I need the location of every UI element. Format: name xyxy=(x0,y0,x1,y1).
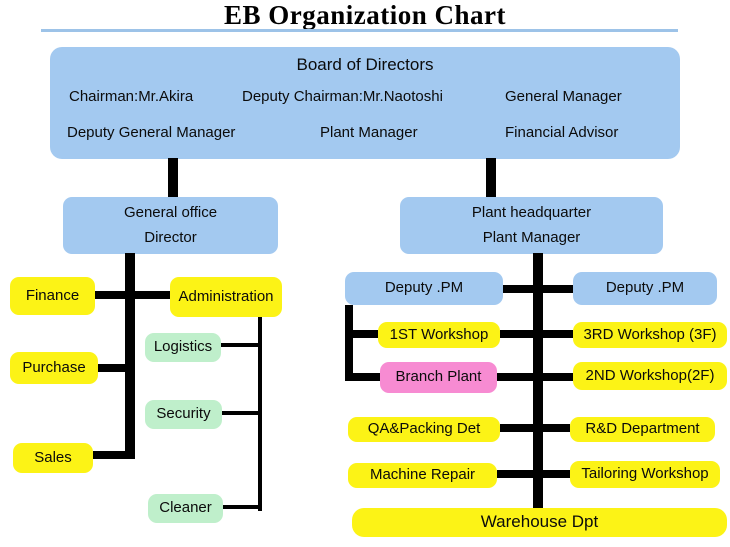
board-member-general-manager: General Manager xyxy=(505,88,622,105)
node-warehouse: Warehouse Dpt xyxy=(352,508,727,537)
node-branch-plant: Branch Plant xyxy=(380,362,497,393)
administration-label: Administration xyxy=(178,287,274,305)
rd-department-label: R&D Department xyxy=(585,420,700,438)
machine-repair-label: Machine Repair xyxy=(369,466,476,484)
connector-board-to-general-office xyxy=(168,158,178,198)
node-logistics: Logistics xyxy=(145,333,221,362)
board-member-plant-manager: Plant Manager xyxy=(320,124,418,141)
board-member-financial-advisor: Financial Advisor xyxy=(505,124,619,141)
connector-finance-administration xyxy=(95,291,170,299)
plant-headquarter-line2: Plant Manager xyxy=(482,228,581,246)
connector-purchase xyxy=(98,364,130,372)
connector-machine-tailoring-row xyxy=(497,470,570,478)
finance-label: Finance xyxy=(25,286,80,304)
connector-cleaner xyxy=(223,505,258,509)
connector-deputy-pm-row xyxy=(503,285,573,293)
deputy-pm-left-label: Deputy .PM xyxy=(384,279,464,297)
node-tailoring-workshop: Tailoring Workshop xyxy=(570,461,720,488)
node-rd-department: R&D Department xyxy=(570,417,715,442)
connector-qa-rd-row xyxy=(500,424,570,432)
node-qa-packing: QA&Packing Det xyxy=(348,417,500,442)
node-finance: Finance xyxy=(10,277,95,315)
general-office-line2: Director xyxy=(144,228,197,246)
connector-left-main-vertical xyxy=(125,253,135,459)
node-2nd-workshop: 2ND Workshop(2F) xyxy=(573,362,727,390)
connector-deputy-bracket-vertical xyxy=(345,305,353,381)
node-3rd-workshop: 3RD Workshop (3F) xyxy=(573,322,727,348)
node-security: Security xyxy=(145,400,222,429)
connector-bracket-to-branch-plant xyxy=(353,373,380,381)
sales-label: Sales xyxy=(34,448,72,466)
node-deputy-pm-right: Deputy .PM xyxy=(573,272,717,305)
page-title: EB Organization Chart xyxy=(223,0,506,30)
purchase-label: Purchase xyxy=(22,358,86,376)
node-cleaner: Cleaner xyxy=(148,494,223,523)
plant-headquarter-line1: Plant headquarter xyxy=(471,204,592,221)
general-office-line1: General office xyxy=(123,204,218,221)
connector-administration-sub-vertical xyxy=(258,317,262,511)
board-member-deputy-general-manager: Deputy General Manager xyxy=(67,124,236,141)
connector-board-to-plant-hq xyxy=(486,158,496,198)
connector-1st-3rd-row xyxy=(500,330,573,338)
node-plant-headquarter: Plant headquarter Plant Manager xyxy=(400,197,663,254)
deputy-pm-right-label: Deputy .PM xyxy=(605,279,685,297)
board-member-chairman: Chairman:Mr.Akira xyxy=(69,88,194,105)
2nd-workshop-label: 2ND Workshop(2F) xyxy=(585,366,715,384)
connector-bracket-to-1st-workshop xyxy=(353,330,378,338)
connector-branch-2nd-row xyxy=(497,373,573,381)
node-1st-workshop: 1ST Workshop xyxy=(378,322,500,348)
security-label: Security xyxy=(156,405,211,423)
node-machine-repair: Machine Repair xyxy=(348,463,497,488)
board-member-deputy-chairman: Deputy Chairman:Mr.Naotoshi xyxy=(242,88,443,105)
node-deputy-pm-left: Deputy .PM xyxy=(345,272,503,305)
board-title: Board of Directors xyxy=(296,55,434,74)
node-general-office: General office Director xyxy=(63,197,278,254)
node-sales: Sales xyxy=(13,443,93,473)
connector-security xyxy=(222,411,258,415)
warehouse-label: Warehouse Dpt xyxy=(480,512,599,532)
branch-plant-label: Branch Plant xyxy=(395,368,482,386)
3rd-workshop-label: 3RD Workshop (3F) xyxy=(583,325,717,343)
logistics-label: Logistics xyxy=(153,338,213,356)
cleaner-label: Cleaner xyxy=(159,499,212,517)
tailoring-workshop-label: Tailoring Workshop xyxy=(581,465,709,483)
node-administration: Administration xyxy=(170,277,282,317)
title-underline xyxy=(41,29,678,32)
node-purchase: Purchase xyxy=(10,352,98,384)
qa-packing-label: QA&Packing Det xyxy=(367,420,481,438)
1st-workshop-label: 1ST Workshop xyxy=(389,325,489,343)
node-board-of-directors: Board of Directors Chairman:Mr.Akira Dep… xyxy=(50,47,680,159)
connector-sales xyxy=(93,451,135,459)
connector-logistics xyxy=(221,343,258,347)
